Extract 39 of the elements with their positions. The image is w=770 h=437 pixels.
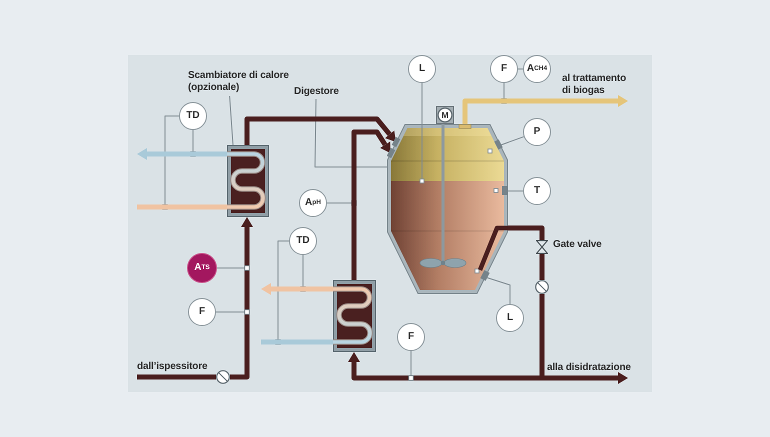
pipe <box>540 294 544 378</box>
heat-exchanger <box>227 145 269 217</box>
signal-line <box>484 276 510 304</box>
pipe-arrow <box>137 148 227 160</box>
pipe-arrow <box>261 283 333 295</box>
signal-line <box>216 265 250 271</box>
pipe-arrow <box>352 130 390 280</box>
signal-line <box>190 130 196 157</box>
motor-symbol: M <box>436 106 454 124</box>
signal-line <box>216 309 250 315</box>
callout-label: Digestore <box>294 86 352 99</box>
flow-label: alla disidratazione <box>547 362 639 376</box>
signal-line <box>501 82 507 104</box>
flow-label: dall’ispessitore <box>137 361 217 375</box>
valve-label: Gate valve <box>553 239 602 251</box>
pipe-arrow <box>244 116 396 145</box>
signal-line <box>500 136 524 146</box>
pipe-arrow <box>348 352 542 380</box>
signal-line <box>300 254 306 292</box>
pipe <box>540 254 544 280</box>
signal-line <box>508 190 524 192</box>
flow-label: al trattamento di biogas <box>562 73 628 98</box>
leader-line <box>229 96 234 146</box>
digester-tank <box>387 124 508 294</box>
signal-line <box>518 68 524 70</box>
signal-line <box>408 350 414 381</box>
gate-valve-symbol <box>536 240 548 254</box>
pipe <box>137 204 227 210</box>
signal-line <box>162 116 180 210</box>
pipe <box>508 226 544 240</box>
pipe-arrow <box>462 95 628 124</box>
pipe-arrow <box>542 372 628 384</box>
heat-exchanger <box>333 280 376 352</box>
leader-line <box>314 98 388 168</box>
pipe <box>137 374 216 380</box>
signal-line <box>275 240 290 345</box>
signal-line <box>326 200 357 206</box>
pipe-arrow <box>230 217 253 380</box>
pipe <box>261 340 333 344</box>
